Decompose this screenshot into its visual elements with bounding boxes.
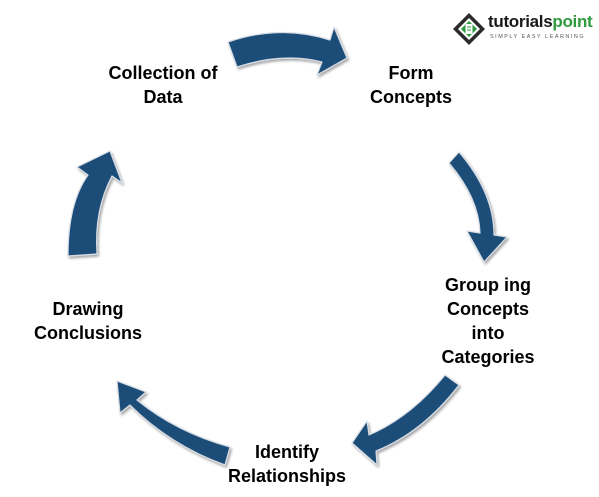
step-label-line: Conclusions xyxy=(33,323,142,343)
logo-wordmark: tutorialspoint xyxy=(488,12,593,32)
step-label-line: Concepts xyxy=(369,87,452,107)
logo-name-part1: tutorials xyxy=(488,12,553,31)
step-label-line: Categories xyxy=(441,347,535,367)
logo-name-part2: point xyxy=(552,12,593,31)
step-label-line: Drawing xyxy=(52,299,124,319)
step-label-line: into xyxy=(471,323,505,343)
arrow-relationships-to-drawing xyxy=(116,380,231,466)
step-label-line: Relationships xyxy=(227,466,347,486)
logo-tagline: SIMPLY EASY LEARNING xyxy=(490,34,586,40)
step-label-line: Form xyxy=(388,63,434,83)
step-label-line: Data xyxy=(143,87,183,107)
arrow-concepts-to-grouping xyxy=(448,151,508,263)
step-drawing-conclusions: Drawing Conclusions xyxy=(24,297,152,345)
step-form-concepts: Form Concepts xyxy=(352,61,470,109)
arrow-drawing-to-collection xyxy=(67,150,123,257)
tutorialspoint-logo: tutorialspoint SIMPLY EASY LEARNING xyxy=(450,8,593,48)
step-collection-of-data: Collection of Data xyxy=(96,61,230,109)
step-label-line: Concepts xyxy=(446,299,529,319)
logo-mark-icon xyxy=(453,13,485,45)
arrow-grouping-to-relationships xyxy=(351,374,460,466)
step-identify-relationships: Identify Relationships xyxy=(219,440,355,488)
step-label-line: Group ing xyxy=(445,275,531,295)
arrow-collection-to-concepts xyxy=(227,26,348,76)
step-grouping-concepts: Group ing Concepts into Categories xyxy=(420,273,556,369)
step-label-line: Identify xyxy=(254,442,319,462)
step-label-line: Collection of xyxy=(108,63,218,83)
